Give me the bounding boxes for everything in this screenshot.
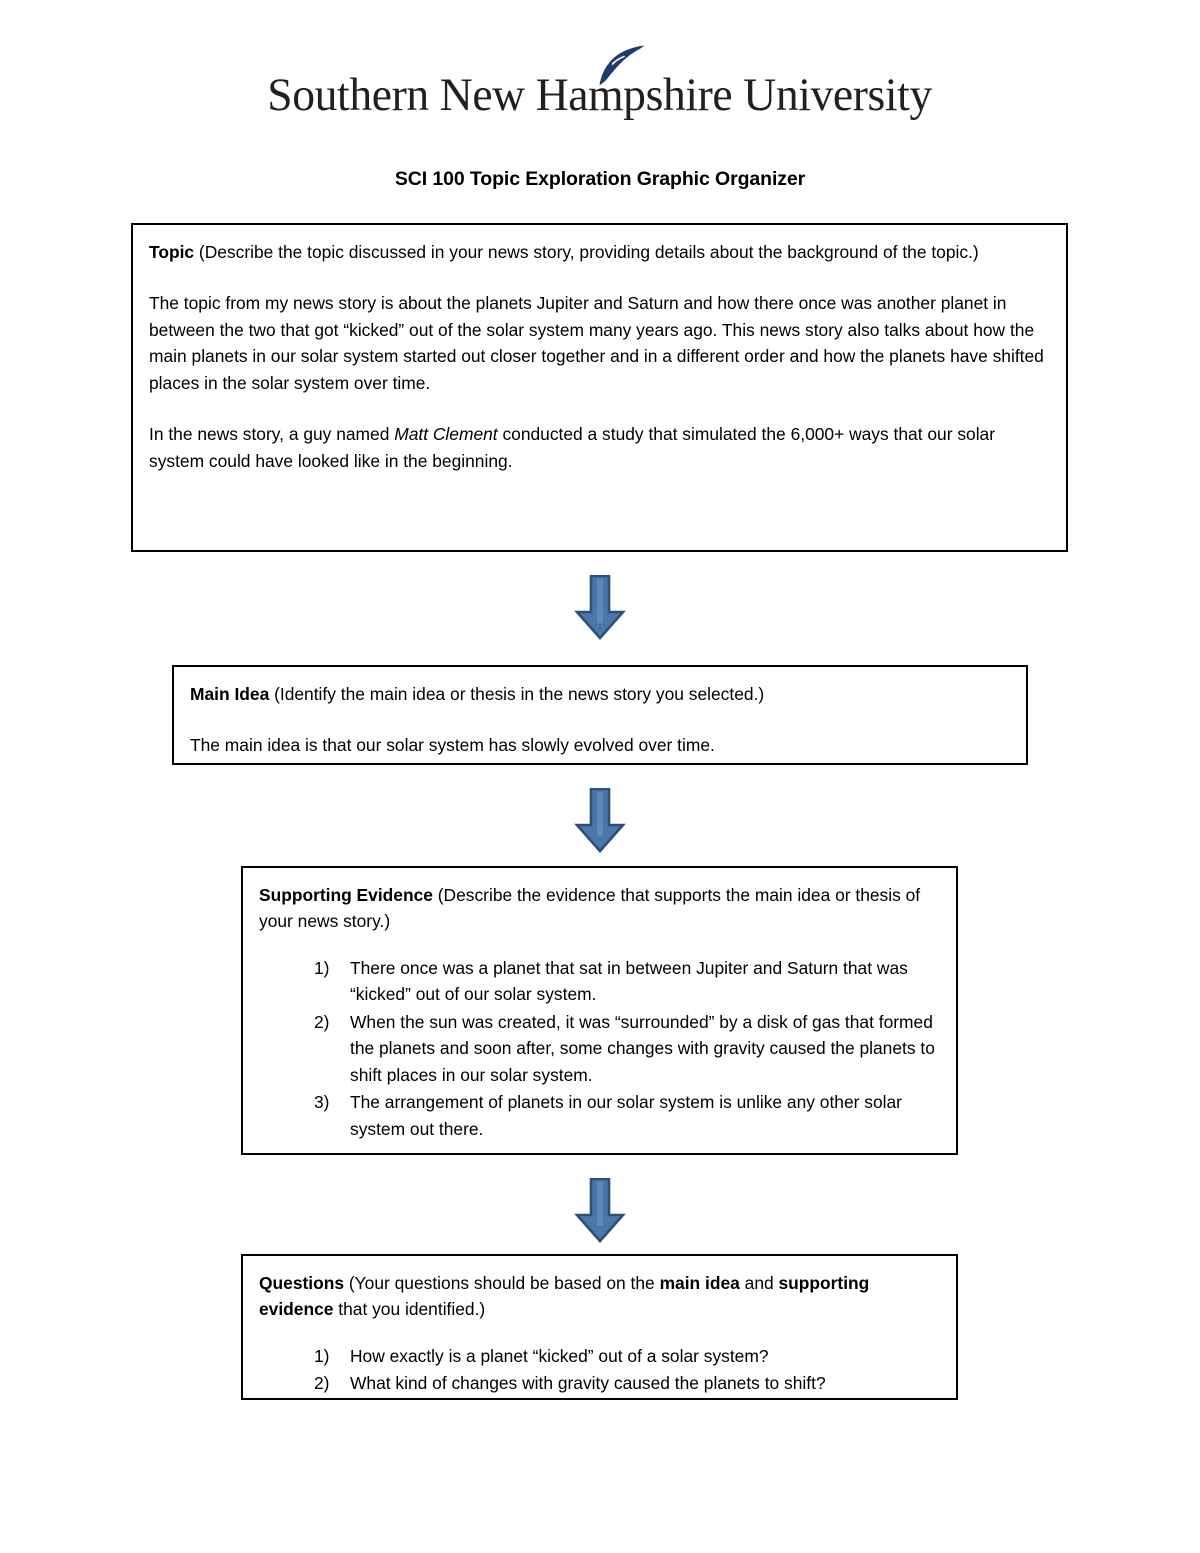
main-idea-label: Main Idea — [190, 684, 270, 704]
topic-section-box: Topic (Describe the topic discussed in y… — [131, 223, 1068, 552]
supporting-evidence-section-box: Supporting Evidence (Describe the eviden… — [241, 866, 958, 1155]
topic-label: Topic — [149, 242, 195, 262]
topic-prompt-text: (Describe the topic discussed in your ne… — [194, 242, 979, 262]
researcher-name: Matt Clement — [394, 424, 498, 445]
topic-answer-paragraph-2: In the news story, a guy named Matt Clem… — [149, 421, 1050, 474]
list-item: What kind of changes with gravity caused… — [314, 1370, 826, 1397]
questions-prompt-part3: that you identified.) — [333, 1299, 486, 1320]
list-item: There once was a planet that sat in betw… — [314, 955, 908, 1005]
questions-prompt-bold-main-idea: main idea — [659, 1273, 740, 1293]
university-logo: Southern New Hampshire University — [0, 45, 1200, 121]
supporting-evidence-prompt-text: (Describe the evidence that supports the… — [259, 885, 921, 932]
university-name-text: Southern New Hampshire University — [267, 69, 933, 121]
supporting-evidence-label: Supporting Evidence — [259, 885, 433, 905]
down-arrow-icon-2 — [574, 788, 626, 853]
questions-list: How exactly is a planet “kicked” out of … — [259, 1343, 940, 1397]
main-idea-section-box: Main Idea (Identify the main idea or the… — [172, 665, 1028, 765]
list-item: When the sun was created, it was “surrou… — [314, 1009, 935, 1085]
down-arrow-icon-1 — [574, 575, 626, 640]
main-idea-prompt: Main Idea (Identify the main idea or the… — [190, 681, 1010, 707]
supporting-evidence-list: There once was a planet that sat in betw… — [259, 955, 940, 1142]
questions-prompt-part2: and — [739, 1273, 779, 1293]
page-title: SCI 100 Topic Exploration Graphic Organi… — [394, 168, 806, 190]
down-arrow-icon-3 — [574, 1178, 626, 1243]
topic-prompt: Topic (Describe the topic discussed in y… — [149, 239, 1050, 265]
topic-answer-paragraph-1: The topic from my news story is about th… — [149, 293, 1044, 393]
list-item: How exactly is a planet “kicked” out of … — [314, 1343, 769, 1370]
feather-quill-icon — [599, 45, 645, 87]
questions-section-box: Questions (Your questions should be base… — [241, 1254, 958, 1400]
questions-prompt-bold-supporting-evidence: supporting evidence — [259, 1273, 870, 1320]
topic-p2-part1: In the news story, a guy named — [149, 424, 395, 445]
questions-prompt: Questions (Your questions should be base… — [259, 1270, 940, 1323]
questions-label: Questions — [259, 1273, 345, 1293]
main-idea-prompt-text: (Identify the main idea or thesis in the… — [269, 684, 765, 704]
supporting-evidence-prompt: Supporting Evidence (Describe the eviden… — [259, 882, 940, 935]
list-item: The arrangement of planets in our solar … — [314, 1089, 902, 1139]
topic-p2-part2: conducted a study that simulated the 6,0… — [149, 424, 996, 471]
questions-prompt-part1: (Your questions should be based on the — [344, 1273, 660, 1293]
main-idea-answer: The main idea is that our solar system h… — [190, 735, 715, 756]
